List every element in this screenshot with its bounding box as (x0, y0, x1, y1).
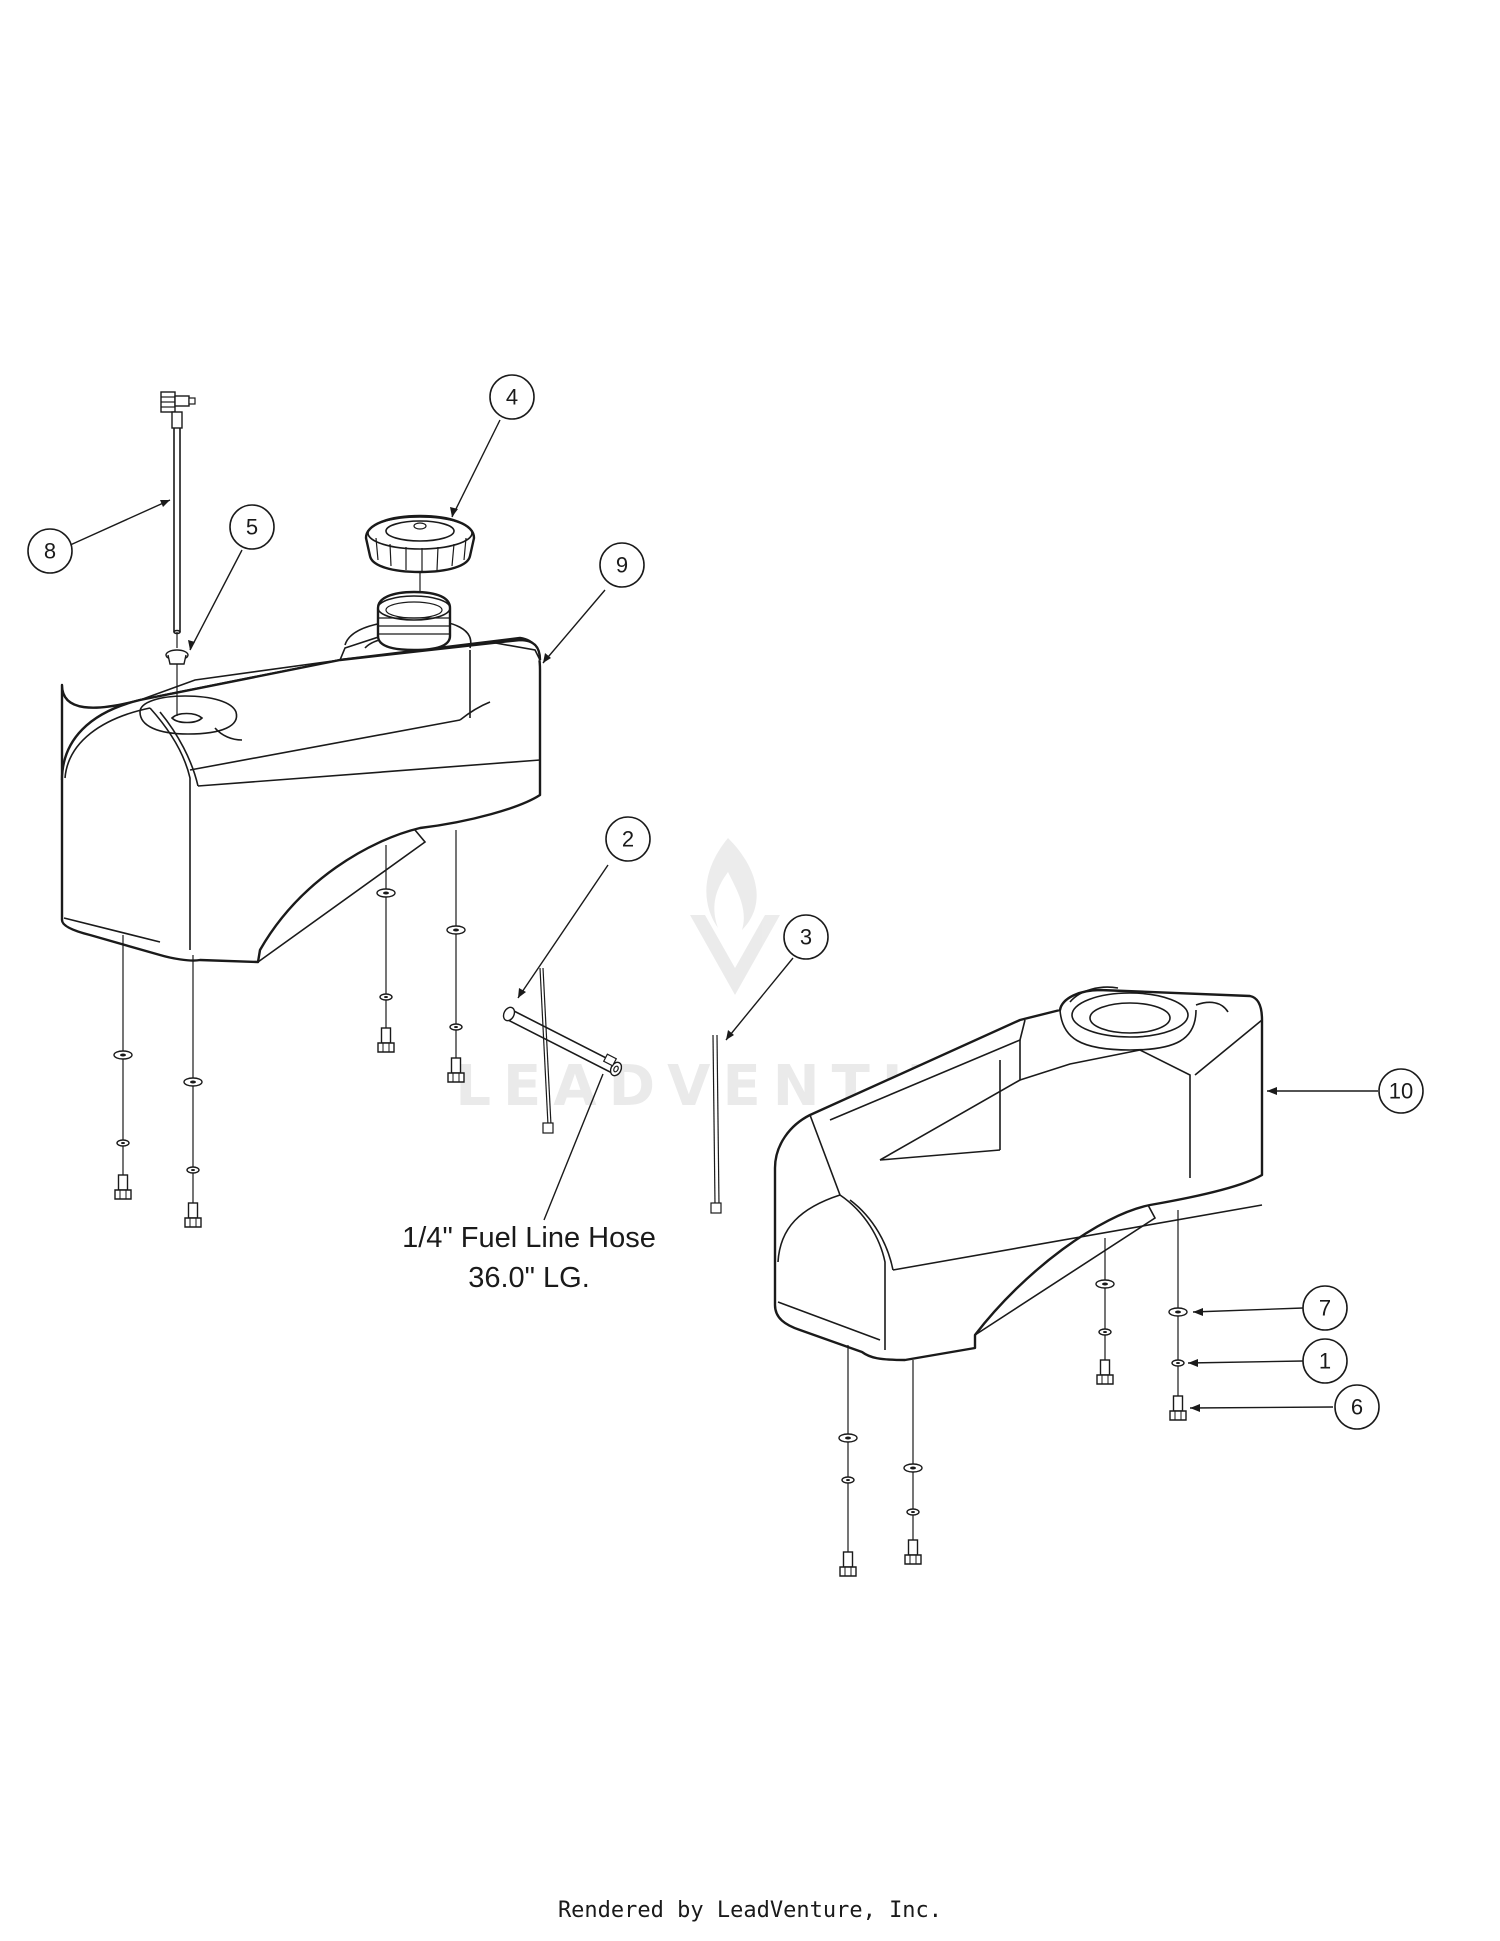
callout-number: 8 (44, 539, 56, 564)
callout-9: 9 (599, 542, 645, 588)
callout-3: 3 (783, 914, 829, 960)
callout-6: 6 (1334, 1384, 1380, 1430)
callout-number: 5 (246, 515, 258, 540)
flat-washer (113, 1050, 133, 1060)
lock-washer (1098, 1328, 1112, 1336)
flat-washer (376, 888, 396, 898)
flat-washer (1095, 1279, 1115, 1289)
callout-4: 4 (489, 374, 535, 420)
lock-washer-item-1 (1171, 1359, 1185, 1367)
callout-number: 4 (506, 385, 518, 410)
fuel-gauge-assembly (160, 391, 196, 716)
flat-washer (903, 1463, 923, 1473)
right-tank-hardware (838, 1210, 1188, 1577)
hose-note-line-2: 36.0" LG. (468, 1262, 590, 1294)
flat-washer (838, 1433, 858, 1443)
flat-washer (183, 1077, 203, 1087)
flat-washer-item-7 (1168, 1307, 1188, 1317)
callout-number: 2 (622, 827, 634, 852)
lock-washer (116, 1139, 130, 1147)
callout-10: 10 (1378, 1068, 1424, 1114)
callout-number: 10 (1389, 1079, 1413, 1104)
bolt-item-6 (1169, 1395, 1187, 1421)
callout-number: 9 (616, 553, 628, 578)
lock-washer (841, 1476, 855, 1484)
callout-8: 8 (27, 528, 73, 574)
right-fuel-tank (773, 986, 1264, 1362)
callout-number: 7 (1319, 1296, 1331, 1321)
left-tank-hardware (113, 830, 466, 1228)
flame-logo-icon (690, 838, 780, 995)
hose-note: 1/4" Fuel Line Hose 36.0" LG. (402, 1222, 656, 1294)
fuel-cap (364, 514, 476, 592)
bolt (114, 1174, 132, 1200)
bolt (839, 1551, 857, 1577)
flat-washer (446, 925, 466, 935)
leader-lines (67, 419, 1378, 1412)
callout-7: 7 (1302, 1285, 1348, 1331)
lock-washer (379, 993, 393, 1001)
cable-tie (710, 1034, 722, 1214)
callout-5: 5 (229, 504, 275, 550)
bolt (1096, 1359, 1114, 1385)
footer-credit: Rendered by LeadVenture, Inc. (557, 1898, 943, 1923)
lock-washer (186, 1166, 200, 1174)
lock-washer (906, 1508, 920, 1516)
fuel-line-hose (502, 967, 623, 1134)
callout-number: 1 (1319, 1349, 1331, 1374)
hose-note-line-1: 1/4" Fuel Line Hose (402, 1222, 656, 1254)
lock-washer (449, 1023, 463, 1031)
left-fuel-tank (60, 590, 542, 964)
callout-2: 2 (605, 816, 651, 862)
bolt (904, 1539, 922, 1565)
bolt (184, 1202, 202, 1228)
callout-1: 1 (1302, 1338, 1348, 1384)
callout-number: 3 (800, 925, 812, 950)
bolt (377, 1027, 395, 1053)
callout-number: 6 (1351, 1395, 1363, 1420)
